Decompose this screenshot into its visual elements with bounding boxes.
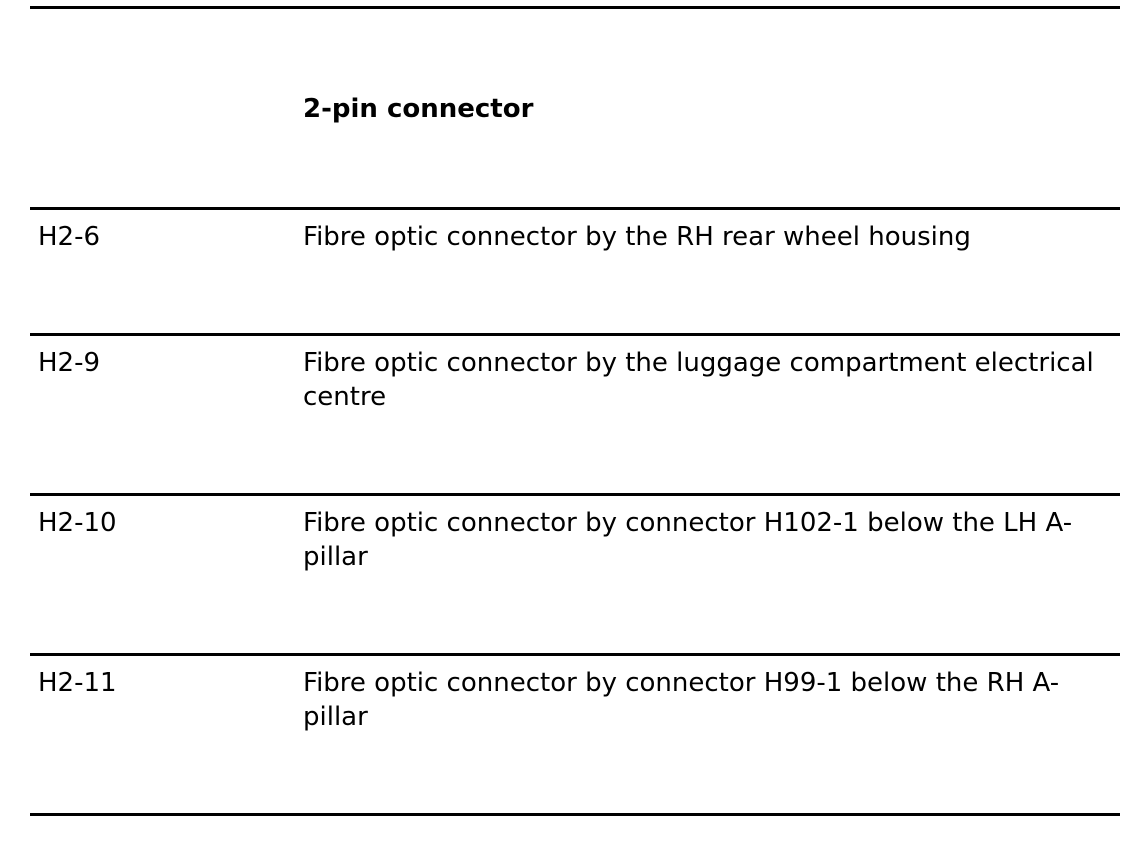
row-divider <box>30 653 1120 656</box>
connector-description: Fibre optic connector by connector H102-… <box>303 508 1073 572</box>
connector-code: H2-9 <box>38 348 101 378</box>
table-header: 2-pin connector <box>303 94 534 124</box>
connector-description: Fibre optic connector by the luggage com… <box>303 348 1094 412</box>
header-bottom-rule <box>30 207 1120 210</box>
row-divider <box>30 333 1120 336</box>
connector-code: H2-6 <box>38 222 101 252</box>
connector-code: H2-11 <box>38 668 117 698</box>
table-top-rule <box>30 6 1120 9</box>
connector-code: H2-10 <box>38 508 117 538</box>
row-divider <box>30 493 1120 496</box>
connector-description: Fibre optic connector by the RH rear whe… <box>303 222 971 252</box>
connector-description: Fibre optic connector by connector H99-1… <box>303 668 1060 732</box>
table-bottom-rule <box>30 813 1120 816</box>
